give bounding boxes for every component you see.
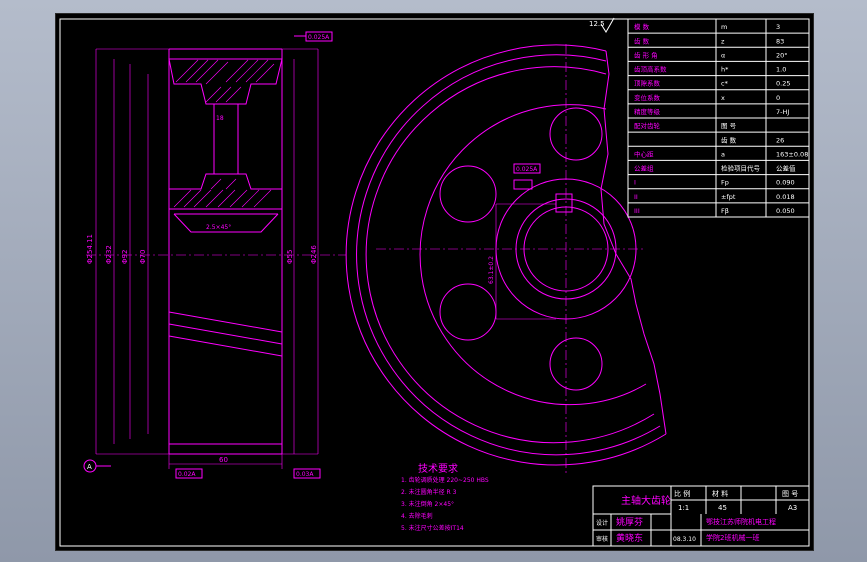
tech-requirements: 技术要求 1. 齿轮调质处理 220~250 HBS 2. 未注圆角半径 R 3 3… [401, 462, 489, 532]
gear-table-symbol: a [721, 150, 725, 158]
gear-table-name: 齿顶高系数 [634, 65, 667, 74]
gear-table-name: 变位系数 [634, 93, 661, 102]
tech-requirement-item: 5. 未注尺寸公差按IT14 [401, 524, 464, 532]
dim-chamfer: 2.5×45° [206, 224, 231, 231]
gear-table-name: 配对齿轮 [634, 121, 661, 130]
gear-table-symbol: Fp [721, 179, 729, 187]
tolerance-box-top: 0.025A [294, 31, 333, 42]
gear-table-name: 模 数 [634, 22, 650, 31]
checker-role: 审核 [596, 535, 608, 543]
gear-table-name: 顶隙系数 [634, 79, 661, 88]
gear-table-value: 0.25 [776, 80, 790, 88]
ratio-value: 1:1 [678, 504, 689, 512]
gear-table-symbol: x [721, 94, 725, 102]
dim-phi70: Φ70 [139, 250, 147, 264]
dim-phi92: Φ92 [121, 250, 129, 264]
gear-table-value: 0.090 [776, 179, 795, 187]
gear-front-view [345, 44, 667, 474]
gear-table-name: II [634, 193, 638, 201]
inner-frame [59, 18, 810, 547]
dim-keyway: 63.1±0.2 [488, 256, 495, 284]
gear-table-value: 1.0 [776, 66, 786, 74]
gear-table-name: 齿 数 [634, 36, 650, 45]
gear-table-name: 齿 形 角 [634, 50, 658, 59]
gear-table-symbol: m [721, 23, 727, 31]
gear-table-name: I [634, 179, 636, 187]
tolerance-box-right: 0.025A [516, 166, 538, 173]
dim-width: 60 [219, 456, 228, 464]
gear-table-value: 26 [776, 136, 784, 144]
gear-table-value: 20° [776, 51, 788, 59]
svg-text:技术要求: 技术要求 [418, 462, 458, 475]
tolerance-box-bottom-left: 0.02A [175, 468, 203, 479]
gear-table-symbol: 齿 数 [721, 135, 737, 144]
gear-table-value: 7-HJ [776, 108, 789, 116]
gear-table-name: 精度等级 [634, 107, 661, 116]
gear-table-value: 83 [776, 37, 784, 45]
designer-name: 姚厚芬 [616, 516, 643, 528]
school-line2: 学院2班机械一班 [706, 533, 759, 542]
gear-table-symbol: c* [721, 80, 729, 88]
tech-requirement-item: 2. 未注圆角半径 R 3 [401, 488, 457, 496]
dim-phi232: Φ232 [105, 245, 113, 264]
svg-text:12.5: 12.5 [589, 20, 605, 28]
svg-text:0.03A: 0.03A [296, 471, 314, 478]
svg-text:0.025A: 0.025A [308, 34, 330, 41]
material-header: 材 料 [712, 489, 728, 498]
gear-table-value: 3 [776, 23, 780, 31]
tech-requirement-item: 3. 未注倒角 2×45° [401, 500, 454, 508]
gear-table-symbol: h* [721, 66, 729, 74]
drawing-no-value: A3 [788, 504, 797, 512]
gear-table-value: 公差值 [776, 164, 796, 173]
tolerance-box-bottom-right: 0.03A [293, 468, 321, 479]
dim-outer-dia: Φ254.11 [86, 234, 94, 264]
gear-table-name: III [634, 207, 640, 215]
gear-table-name: 公差组 [634, 164, 654, 173]
checker-name: 黄晓东 [616, 532, 643, 544]
material-value: 45 [718, 504, 727, 512]
designer-role: 设计 [596, 519, 608, 527]
drawing-sheet: Φ254.11 Φ232 Φ92 Φ70 Φ55 Φ246 60 2.5×45°… [55, 13, 814, 551]
school-line1: 鄂技江苏师院机电工程 [706, 517, 776, 526]
title-block [592, 485, 810, 547]
gear-table-symbol: ±fpt [721, 193, 736, 201]
gear-table-value: 163±0.08 [776, 150, 808, 158]
datum-label: A [87, 463, 92, 471]
gear-table-symbol: z [721, 37, 725, 45]
roughness-symbol: 12.5 [589, 17, 615, 33]
gear-table-symbol: 图 号 [721, 122, 737, 130]
tech-requirement-item: 4. 去除毛刺 [401, 512, 433, 520]
cad-drawing: Φ254.11 Φ232 Φ92 Φ70 Φ55 Φ246 60 2.5×45°… [59, 17, 810, 547]
part-name: 主轴大齿轮 [621, 494, 671, 507]
section-view [83, 48, 346, 473]
gear-table-value: 0.050 [776, 207, 795, 215]
gear-table-symbol: 检验项目代号 [721, 164, 761, 173]
date: 08.3.10 [673, 536, 696, 543]
dim-hub-width: 18 [216, 115, 224, 122]
gear-table-symbol: α [721, 51, 725, 59]
ratio-header: 比 例 [674, 489, 690, 498]
tech-requirement-item: 1. 齿轮调质处理 220~250 HBS [401, 476, 489, 484]
gear-table-value: 0 [776, 94, 780, 102]
gear-table-value: 0.018 [776, 193, 795, 201]
dim-phi55: Φ55 [286, 250, 294, 264]
drawing-no-header: 图 号 [782, 490, 798, 498]
svg-text:0.02A: 0.02A [178, 471, 196, 478]
gear-table-name: 中心距 [634, 149, 654, 158]
dim-phi246: Φ246 [310, 245, 318, 264]
gear-table-symbol: Fβ [721, 207, 729, 215]
